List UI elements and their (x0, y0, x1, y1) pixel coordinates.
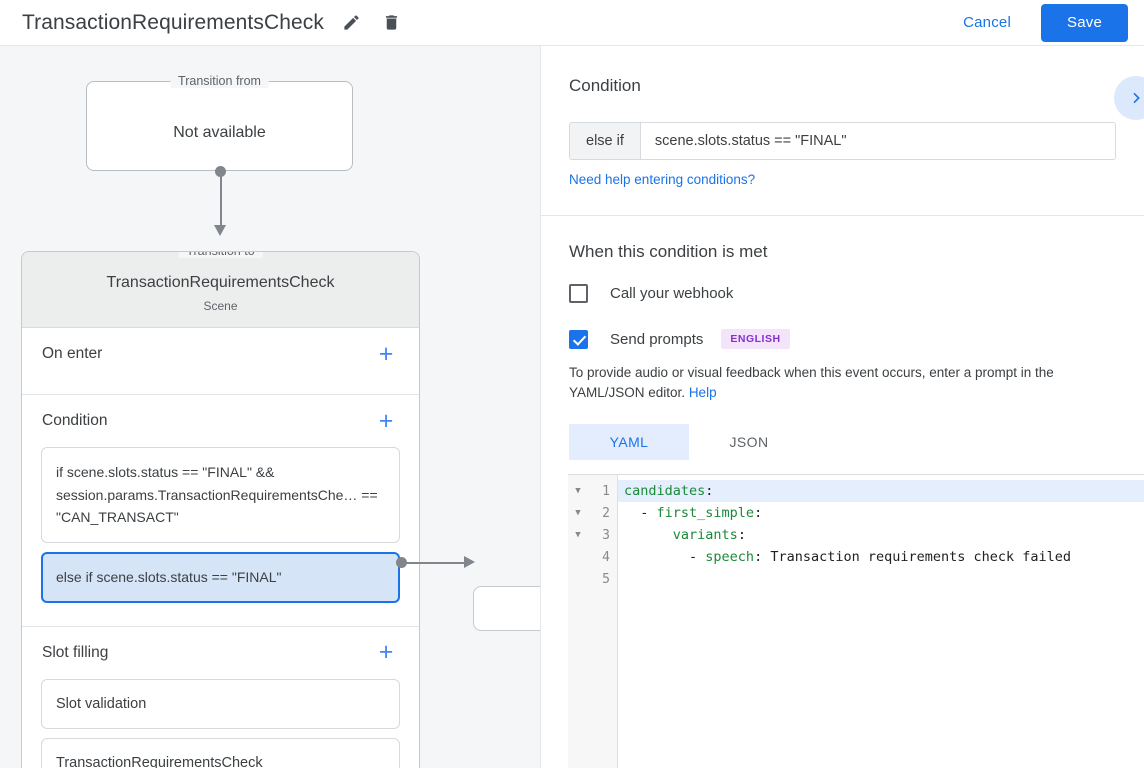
section-title-slot-filling: Slot filling (42, 643, 109, 661)
code-token: first_simple (656, 505, 755, 521)
section-header: Condition + (22, 395, 419, 447)
panel-when-met-section: When this condition is met Call your web… (541, 216, 1144, 486)
webhook-row[interactable]: Call your webhook (569, 284, 1116, 303)
app-header: TransactionRequirementsCheck Cancel Save (0, 0, 1144, 46)
editor-code-area[interactable]: candidates: - first_simple: variants: - … (618, 475, 1144, 768)
condition-prefix-label: else if (570, 123, 641, 159)
tab-json[interactable]: JSON (729, 433, 769, 450)
send-prompts-checkbox[interactable] (569, 329, 588, 349)
save-button[interactable]: Save (1041, 3, 1128, 42)
slot-item-validation[interactable]: Slot validation (41, 678, 400, 729)
code-token: - (624, 549, 706, 565)
pencil-icon[interactable] (338, 10, 364, 36)
node-header: TransactionRequirementsCheck Scene (22, 252, 419, 328)
editor-code-line[interactable]: - first_simple: (618, 502, 1144, 524)
add-on-enter-button[interactable]: + (378, 339, 394, 368)
line-number: 3 (602, 527, 610, 543)
panel-condition-heading: Condition (569, 76, 641, 95)
section-header: On enter + (22, 328, 419, 380)
transition-from-node[interactable]: Transition from Not available (86, 74, 353, 171)
code-token: speech (705, 549, 755, 565)
condition-expression-row: else if (569, 122, 1116, 160)
page-title: TransactionRequirementsCheck (22, 10, 324, 34)
add-condition-button[interactable]: + (378, 406, 394, 435)
code-token: : (705, 483, 714, 499)
edge-arrowhead-right (464, 556, 475, 568)
editor-code-line[interactable] (618, 568, 1144, 590)
fold-triangle-icon[interactable]: ▼ (575, 508, 581, 518)
downstream-node-partial[interactable] (473, 586, 540, 631)
transition-from-legend: Transition from (170, 74, 269, 88)
code-token: candidates (624, 483, 706, 499)
node-subtitle: Scene (203, 299, 238, 313)
transition-from-value: Not available (173, 124, 266, 141)
edge-arrowhead (214, 225, 226, 236)
section-title-condition: Condition (42, 412, 108, 429)
trash-icon[interactable] (378, 10, 404, 36)
prompts-description-text: To provide audio or visual feedback when… (569, 365, 1054, 401)
condition-item[interactable]: if scene.slots.status == "FINAL" && sess… (41, 447, 400, 544)
condition-item-selected[interactable]: else if scene.slots.status == "FINAL" (41, 552, 400, 603)
section-on-enter: On enter + (22, 328, 419, 395)
tab-yaml[interactable]: YAML (569, 423, 689, 460)
chevron-right-icon[interactable] (1114, 76, 1144, 120)
flow-canvas[interactable]: Transition from Not available Transition… (0, 46, 540, 768)
line-number: 2 (602, 505, 610, 521)
panel-condition-section: Condition else if Need help entering con… (541, 46, 1144, 216)
line-number: 4 (602, 549, 610, 565)
code-token: : (754, 549, 771, 565)
editor-code-line[interactable]: candidates: (618, 480, 1144, 502)
code-token: : (754, 505, 763, 521)
cancel-button[interactable]: Cancel (949, 6, 1025, 39)
editor-gutter-row: ▼1 (568, 480, 617, 502)
when-met-heading: When this condition is met (569, 242, 768, 261)
code-token: Transaction requirements check failed (770, 549, 1072, 565)
slot-item-check[interactable]: TransactionRequirementsCheck (41, 737, 400, 768)
section-header: Slot filling + (22, 627, 419, 679)
code-token: : (737, 527, 746, 543)
prompts-help-link[interactable]: Help (688, 385, 717, 401)
webhook-checkbox[interactable] (569, 284, 588, 303)
section-title-on-enter: On enter (42, 345, 103, 362)
edge-horizontal-line (405, 561, 468, 564)
node-title: TransactionRequirementsCheck (106, 274, 335, 291)
editor-gutter-row: ▼2 (568, 502, 617, 524)
line-number: 1 (602, 483, 610, 499)
editor-gutter-row: 4 (568, 546, 617, 568)
line-number: 5 (602, 571, 610, 587)
selected-condition-out-dot (396, 557, 407, 568)
webhook-label: Call your webhook (610, 285, 734, 302)
code-token (624, 527, 673, 543)
editor-format-tabs: YAML JSON (569, 423, 1116, 460)
transition-to-legend: Transition to (178, 251, 263, 258)
code-token: - (624, 505, 657, 521)
prompts-description: To provide audio or visual feedback when… (569, 363, 1116, 404)
editor-code-line[interactable]: - speech: Transaction requirements check… (618, 546, 1144, 568)
condition-expression-input[interactable] (640, 123, 1115, 159)
send-prompts-row[interactable]: Send prompts ENGLISH (569, 329, 1116, 349)
fold-triangle-icon[interactable]: ▼ (575, 530, 581, 540)
language-badge: ENGLISH (721, 329, 790, 349)
editor-gutter-row: 5 (568, 568, 617, 590)
editor-gutter-row: ▼3 (568, 524, 617, 546)
send-prompts-label: Send prompts (610, 330, 704, 348)
code-token: variants (672, 527, 738, 543)
condition-help-link[interactable]: Need help entering conditions? (569, 172, 756, 187)
section-condition: Condition + if scene.slots.status == "FI… (22, 395, 419, 627)
fold-triangle-icon[interactable]: ▼ (575, 486, 581, 496)
transition-to-node[interactable]: Transition to TransactionRequirementsChe… (21, 251, 420, 768)
add-slot-filling-button[interactable]: + (378, 638, 394, 667)
editor-code-line[interactable]: variants: (618, 524, 1144, 546)
section-slot-filling: Slot filling + Slot validation Transacti… (22, 627, 419, 768)
edge-vertical-line (219, 171, 222, 228)
